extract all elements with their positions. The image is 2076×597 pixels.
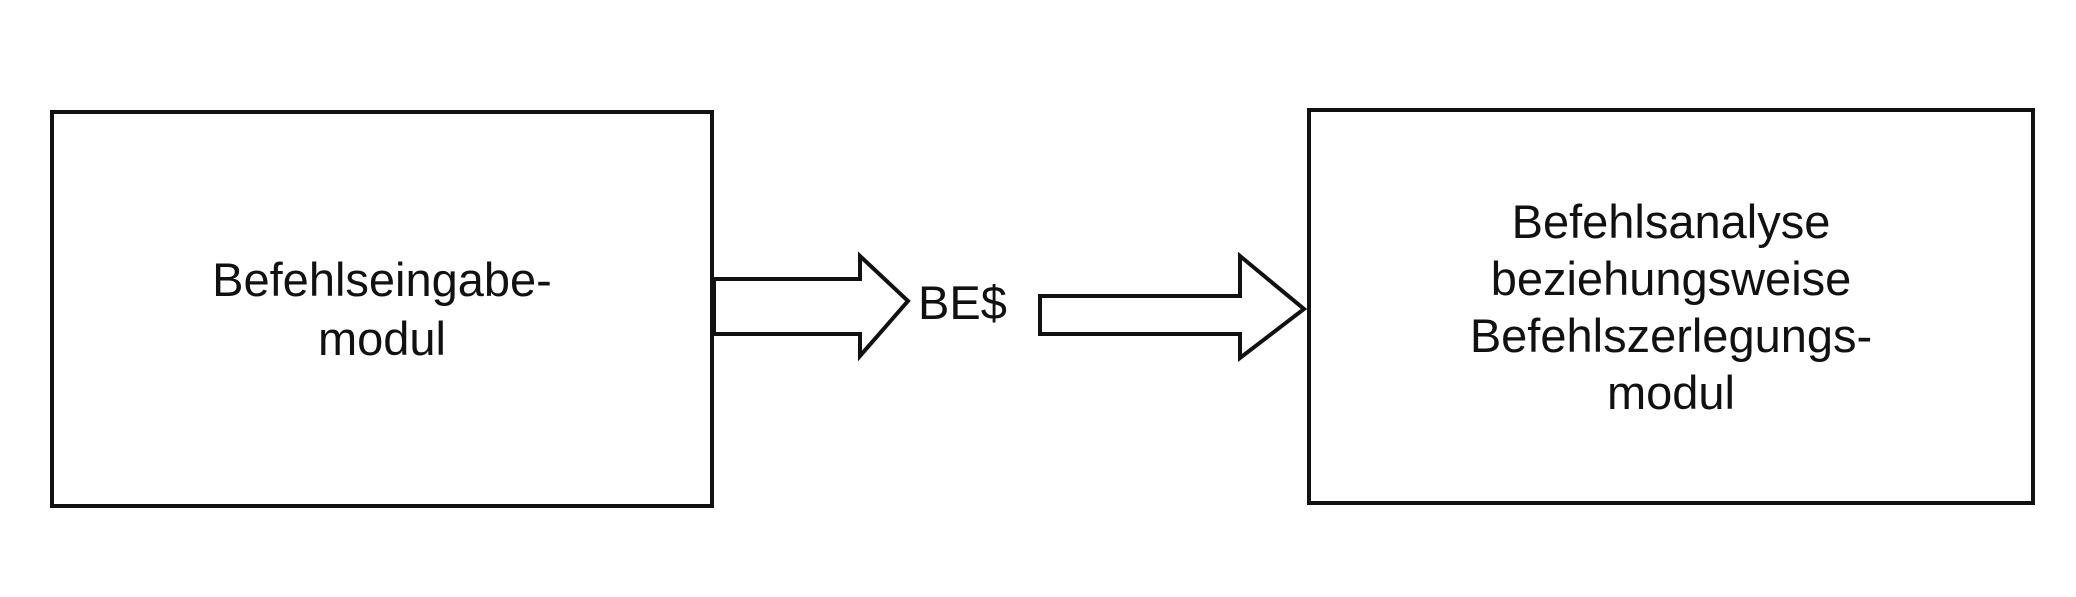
befehlsanalyse-module-label-line-3: Befehlszerlegungs- — [1469, 308, 1873, 362]
befehlsanalyse-module-label-line-4: modul — [1606, 365, 1735, 419]
befehlsanalyse-module-label-line-1: Befehlsanalyse — [1511, 194, 1831, 248]
signal-be-dollar-label: BE$ — [918, 276, 1007, 329]
befehlseingabe-module-label-line-1: Befehlseingabe- — [212, 253, 552, 306]
arrow-to-signal — [712, 251, 911, 362]
arrow-to-analysis-module — [1038, 251, 1308, 363]
befehlsanalyse-module-label-line-2: beziehungsweise — [1490, 251, 1852, 305]
befehlsanalyse-module-box: Befehlsanalyse beziehungsweise Befehlsze… — [1307, 108, 2035, 505]
befehlseingabe-module-label-line-2: modul — [317, 312, 446, 365]
befehlseingabe-module-box: Befehlseingabe- modul — [50, 110, 714, 508]
